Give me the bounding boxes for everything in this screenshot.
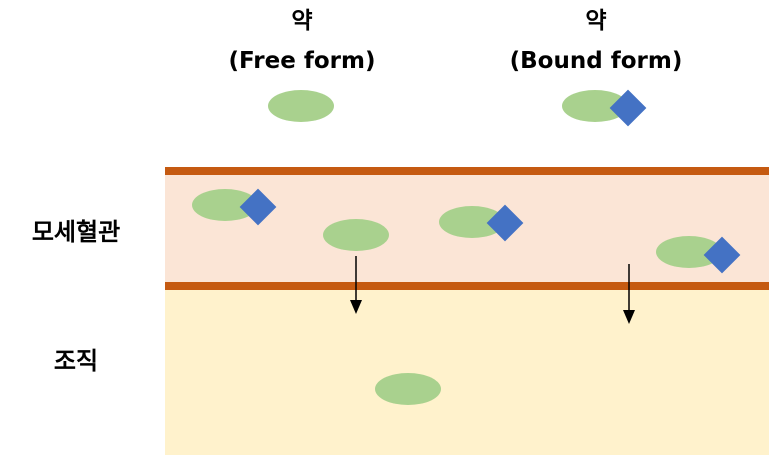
free-form-title: 약 <box>291 8 312 34</box>
bound-drug-icon <box>439 204 524 242</box>
legend-free-drug-icon <box>268 90 334 122</box>
capillary-label: 모세혈관 <box>32 218 120 246</box>
diffusion-arrow <box>350 256 362 314</box>
bound-drug-icon <box>656 236 741 274</box>
free-drug-icon <box>323 219 389 251</box>
bound-form-subtitle: (Bound form) <box>510 48 683 74</box>
capillary-lower-wall <box>165 282 769 290</box>
tissue-label: 조직 <box>54 347 98 375</box>
blocked-arrow <box>623 264 635 324</box>
free-form-subtitle: (Free form) <box>229 48 376 74</box>
bound-form-title: 약 <box>585 8 606 34</box>
tissue-region <box>165 290 769 455</box>
legend-bound-drug-icon <box>562 89 647 127</box>
capillary-upper-wall <box>165 167 769 175</box>
tissue-free-drug-icon <box>375 373 441 405</box>
bound-drug-icon <box>192 188 277 226</box>
